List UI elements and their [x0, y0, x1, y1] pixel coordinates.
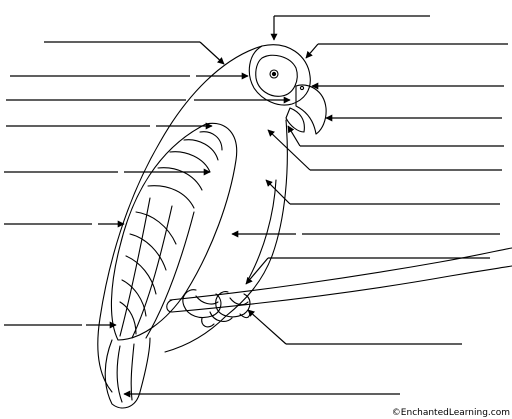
perch-branch-lower — [171, 265, 512, 313]
face-patch — [255, 54, 298, 97]
credit-text: ©EnchantedLearning.com — [391, 408, 510, 418]
label-leaders — [4, 15, 508, 398]
beak-lower — [285, 107, 305, 133]
parrot-head — [248, 44, 311, 106]
wing — [110, 122, 238, 341]
nostril — [299, 85, 305, 91]
parrot-illustration — [97, 44, 512, 409]
foot-left — [182, 289, 222, 319]
parrot-belly-outline — [164, 119, 288, 353]
eye — [269, 69, 279, 79]
tail — [104, 337, 151, 409]
beak-upper — [295, 84, 327, 135]
foot-right — [215, 291, 251, 318]
perch-branch — [169, 247, 512, 301]
parrot-back-outline — [97, 45, 263, 393]
